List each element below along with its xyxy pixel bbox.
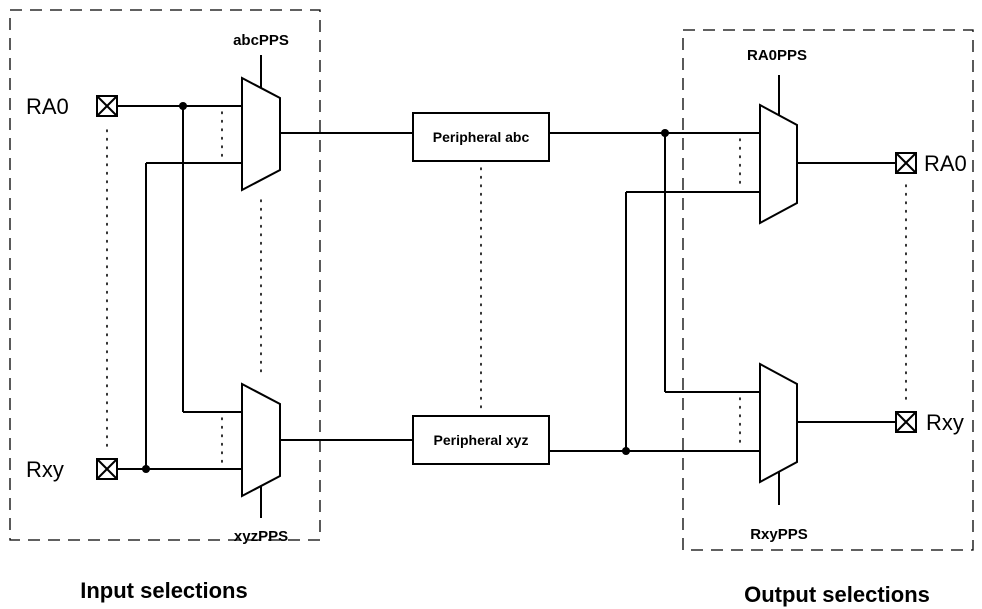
output-selections-group [682, 29, 974, 551]
peripheral-abc-label: Peripheral abc [433, 129, 530, 145]
input-selections-title: Input selections [80, 578, 247, 603]
peripheral-abc-box [412, 112, 550, 162]
output-mux-ra0 [759, 103, 798, 225]
input-pin-rxy [96, 458, 118, 480]
input-pin-rxy-label: Rxy [26, 457, 64, 482]
input-mux-abc [241, 76, 281, 192]
junction-node [622, 447, 630, 455]
peripheral-xyz-label: Peripheral xyz [434, 432, 529, 448]
output-pin-rxy [895, 411, 917, 433]
input-mux-xyz [241, 382, 281, 498]
input-mux-abc-select-label: abcPPS [233, 32, 289, 49]
junction-node [142, 465, 150, 473]
output-pin-rxy-label: Rxy [926, 410, 964, 435]
junction-node [179, 102, 187, 110]
output-pin-ra0 [895, 152, 917, 174]
output-mux-rxy [759, 362, 798, 484]
output-mux-rxy-select-label: RxyPPS [750, 526, 808, 543]
peripheral-xyz-box [412, 415, 550, 465]
junction-node [661, 129, 669, 137]
output-mux-ra0-select-label: RA0PPS [747, 47, 807, 64]
input-pin-ra0-label: RA0 [26, 94, 69, 119]
output-selections-title: Output selections [744, 582, 930, 607]
input-mux-xyz-select-label: xyzPPS [234, 528, 288, 545]
output-pin-ra0-label: RA0 [924, 151, 967, 176]
input-pin-ra0 [96, 95, 118, 117]
